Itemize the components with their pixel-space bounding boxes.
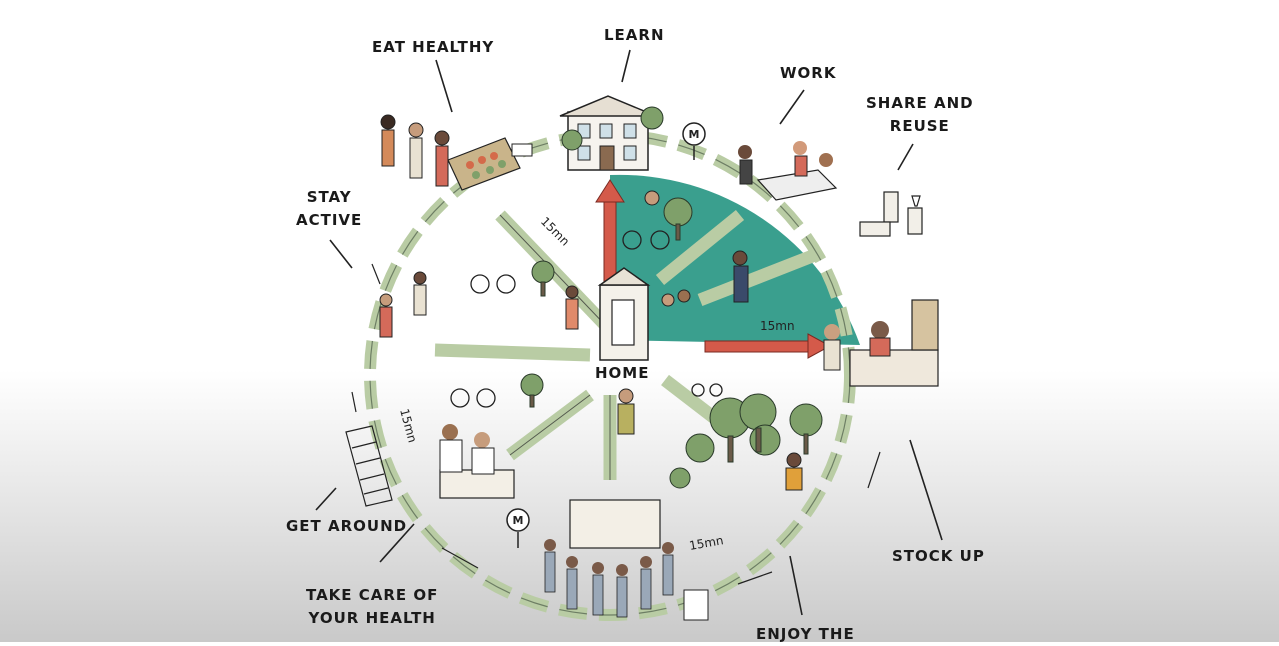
label-take-care-of-your-health: TAKE CARE OF YOUR HEALTH [306, 584, 438, 630]
label-work: WORK [780, 64, 837, 82]
label-learn: LEARN [604, 26, 665, 44]
label-stay-active-line1: STAY [306, 188, 352, 206]
metro-sign-label-south: M [513, 514, 524, 527]
metro-stairs-icon [345, 425, 393, 507]
label-share-and-reuse-line2: REUSE [889, 117, 950, 135]
double-arrow-icons [351, 263, 881, 585]
label-enjoy-the: ENJOY THE [756, 625, 855, 643]
label-take-care-line1: TAKE CARE OF [306, 586, 439, 604]
home-building-icon [597, 267, 651, 361]
label-share-and-reuse: SHARE AND REUSE [866, 92, 974, 138]
tree-icons [520, 106, 823, 489]
office-desk-icon [738, 141, 838, 201]
route-arrows [595, 179, 832, 359]
metro-sign-label-north: M [689, 128, 700, 141]
distance-label-east: 15mn [760, 319, 795, 333]
market-stall-icon [447, 137, 533, 191]
doctor-office-icon [439, 424, 515, 499]
label-take-care-line2: YOUR HEALTH [308, 609, 436, 627]
label-eat-healthy: EAT HEALTHY [372, 38, 495, 56]
metro-sign-icons [506, 122, 706, 548]
distance-label-south: 15mn [688, 533, 724, 553]
label-share-and-reuse-line1: SHARE AND [866, 94, 974, 112]
reuse-furniture-icon [859, 191, 923, 237]
label-home: HOME [595, 364, 650, 382]
label-get-around: GET AROUND [286, 517, 408, 535]
distance-label-west: 15mn [397, 407, 419, 444]
label-stock-up: STOCK UP [892, 547, 985, 565]
label-leader-lines [315, 49, 943, 616]
distance-label-north: 15mn [538, 214, 572, 248]
label-stay-active: STAY ACTIVE [296, 186, 362, 232]
label-stay-active-line2: ACTIVE [296, 211, 363, 229]
people-figures [379, 114, 803, 491]
crowd-icon [544, 499, 709, 621]
bicycle-icons [450, 230, 723, 408]
grocery-shop-icon [823, 299, 939, 387]
